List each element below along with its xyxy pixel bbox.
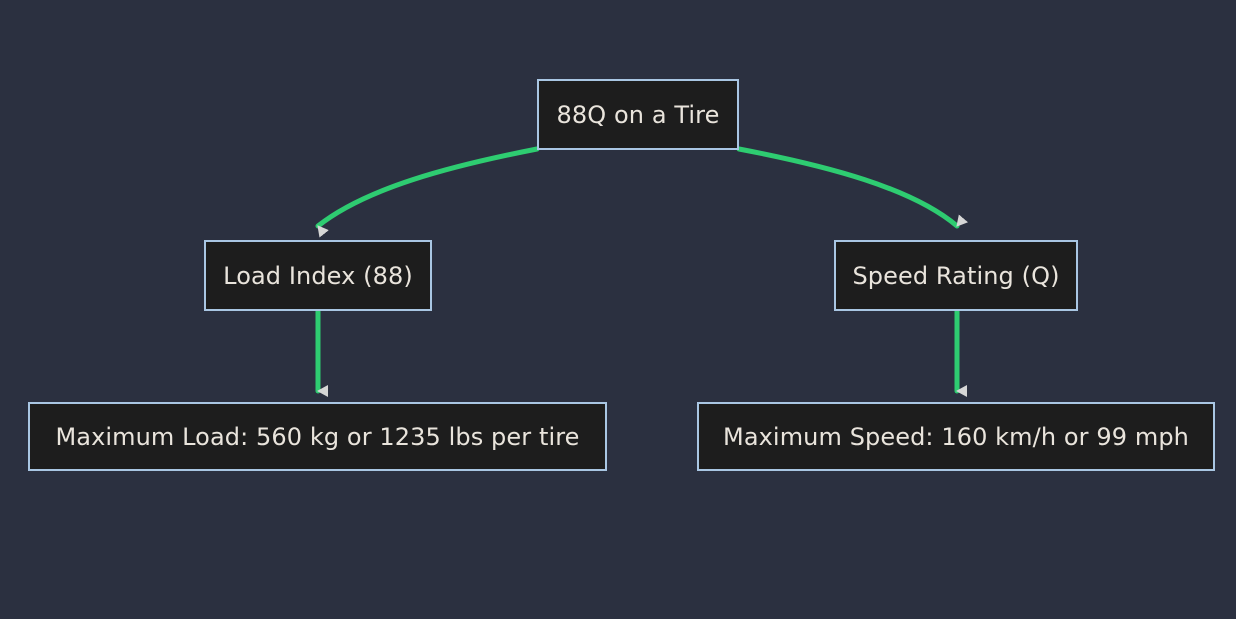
node-maximum-speed[interactable]: Maximum Speed: 160 km/h or 99 mph <box>697 402 1215 471</box>
node-load-index-label: Load Index (88) <box>223 261 413 290</box>
node-root[interactable]: 88Q on a Tire <box>537 79 739 150</box>
edge-root-to-load-index <box>315 146 540 238</box>
node-maximum-load[interactable]: Maximum Load: 560 kg or 1235 lbs per tir… <box>28 402 607 471</box>
node-speed-rating[interactable]: Speed Rating (Q) <box>834 240 1078 311</box>
node-speed-rating-label: Speed Rating (Q) <box>852 261 1060 290</box>
node-root-label: 88Q on a Tire <box>556 100 720 129</box>
edge-root-to-speed-rating <box>736 146 969 229</box>
node-maximum-speed-label: Maximum Speed: 160 km/h or 99 mph <box>723 422 1189 451</box>
node-maximum-load-label: Maximum Load: 560 kg or 1235 lbs per tir… <box>55 422 580 451</box>
node-load-index[interactable]: Load Index (88) <box>204 240 432 311</box>
